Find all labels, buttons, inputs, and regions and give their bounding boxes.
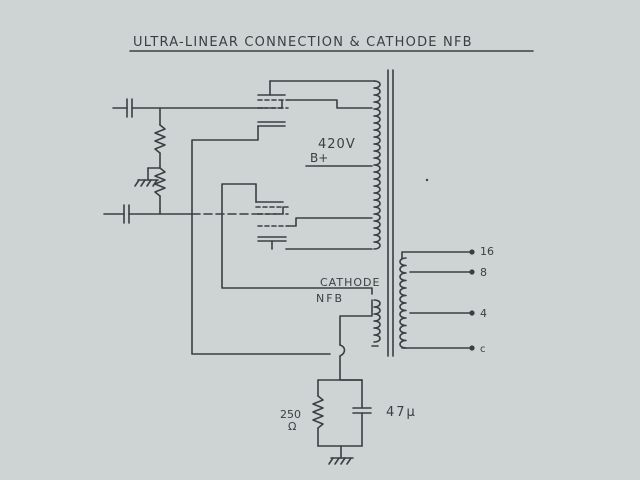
primary-coil-turns: [373, 80, 381, 250]
resistor-value-label: 250: [280, 408, 301, 421]
lower-output-tube: [255, 183, 289, 242]
resistor-unit-label: Ω: [288, 420, 296, 433]
tap-common-label: c: [480, 344, 486, 355]
lower-cathode-wire: [221, 183, 373, 295]
tap-8-label: 8: [480, 266, 487, 279]
grid-resistor-network: [147, 107, 166, 215]
tap-common-terminal: [469, 345, 475, 351]
supply-voltage-label: 420V: [318, 137, 356, 152]
cathode-label: CATHODE: [320, 276, 380, 289]
cathode-nfb-winding: [373, 299, 381, 343]
input-capacitor-lower: [103, 204, 130, 224]
transformer-secondary-winding: [399, 257, 407, 349]
upper-screen-wire: [287, 99, 373, 109]
nfb-label: NFB: [316, 292, 344, 305]
grid-ground-symbol: [134, 167, 159, 187]
secondary-taps: [401, 251, 473, 349]
tap-4-terminal: [469, 310, 475, 316]
nfb-crossover-hop: [339, 344, 346, 357]
lower-screen-wire: [287, 217, 373, 227]
upper-output-tube: [257, 80, 289, 127]
nfb-down-wire: [339, 355, 363, 381]
nfb-top-wire: [339, 299, 373, 346]
capacitor-value-label: 47μ: [386, 405, 417, 420]
transformer-primary-winding: [373, 80, 381, 250]
nfb-coil-turns: [373, 299, 381, 343]
tap-4-label: 4: [480, 307, 487, 320]
input-capacitor-upper: [112, 98, 133, 118]
tap-8-terminal: [469, 269, 475, 275]
bplus-label: B+: [310, 151, 328, 165]
cathode-ground-symbol: [328, 457, 354, 465]
upper-cathode-wire: [191, 125, 331, 355]
tap-16-terminal: [469, 249, 475, 255]
diagram-title: ULTRA-LINEAR CONNECTION & CATHODE NFB: [133, 35, 473, 50]
tap-16-label: 16: [480, 245, 494, 258]
cathode-bias-network: [312, 379, 372, 459]
secondary-coil-turns: [399, 257, 407, 349]
pencil-dot: [425, 178, 429, 182]
